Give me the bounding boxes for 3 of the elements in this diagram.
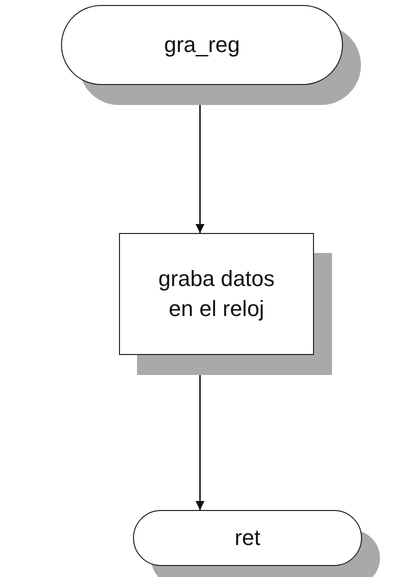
node-label: gra_reg — [164, 31, 240, 60]
node-label: graba datos en el reloj — [157, 265, 276, 323]
node-label: ret — [234, 524, 260, 552]
